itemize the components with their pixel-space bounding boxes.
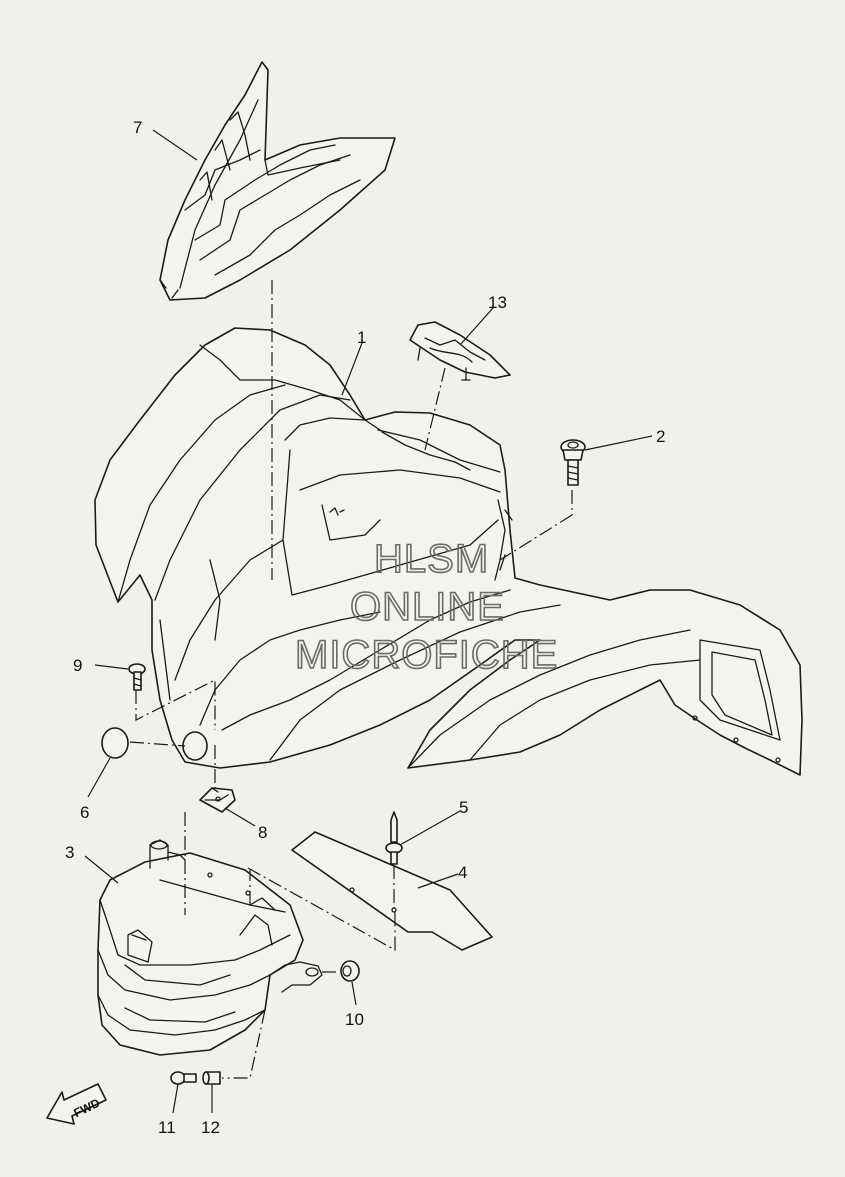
callout-13: 13 bbox=[488, 293, 507, 312]
part-8-clip-nut[interactable] bbox=[199, 787, 236, 813]
part-13-emblem[interactable] bbox=[409, 321, 511, 381]
part-5-rivet[interactable] bbox=[385, 811, 403, 865]
callout-2: 2 bbox=[656, 427, 665, 446]
callout-9: 9 bbox=[73, 656, 82, 675]
part-2-bolt[interactable] bbox=[560, 439, 586, 486]
callout-4: 4 bbox=[458, 863, 467, 882]
leader-lines bbox=[84, 129, 653, 1114]
part-6-cap[interactable] bbox=[101, 727, 208, 761]
callout-5: 5 bbox=[459, 798, 468, 817]
part-10-grommet[interactable] bbox=[340, 960, 360, 982]
callout-8: 8 bbox=[258, 823, 267, 842]
part-11-screw[interactable] bbox=[170, 1071, 197, 1085]
watermark-line-2: ONLINE bbox=[350, 585, 505, 629]
forward-direction-arrow: FWD bbox=[46, 1083, 107, 1125]
callout-7: 7 bbox=[133, 118, 142, 137]
part-7-front-grille[interactable] bbox=[159, 61, 396, 301]
callout-3: 3 bbox=[65, 843, 74, 862]
assembly-lines bbox=[129, 280, 573, 1079]
part-9-screw[interactable] bbox=[128, 663, 146, 691]
callout-11: 11 bbox=[158, 1118, 176, 1137]
part-4-sheet[interactable] bbox=[291, 831, 493, 951]
watermark-line-1: HLSM bbox=[374, 537, 489, 581]
watermark: HLSM ONLINE MICROFICHE bbox=[294, 536, 558, 678]
part-12-collar[interactable] bbox=[202, 1071, 221, 1085]
callout-6: 6 bbox=[80, 803, 89, 822]
callout-labels: 7 1 13 2 9 6 8 5 4 3 10 11 12 bbox=[65, 118, 665, 1137]
callout-10: 10 bbox=[345, 1010, 364, 1029]
callout-12: 12 bbox=[201, 1118, 220, 1137]
callout-1: 1 bbox=[357, 328, 366, 347]
part-3-headlight-assembly[interactable] bbox=[97, 839, 323, 1056]
watermark-line-3: MICROFICHE bbox=[295, 633, 558, 677]
